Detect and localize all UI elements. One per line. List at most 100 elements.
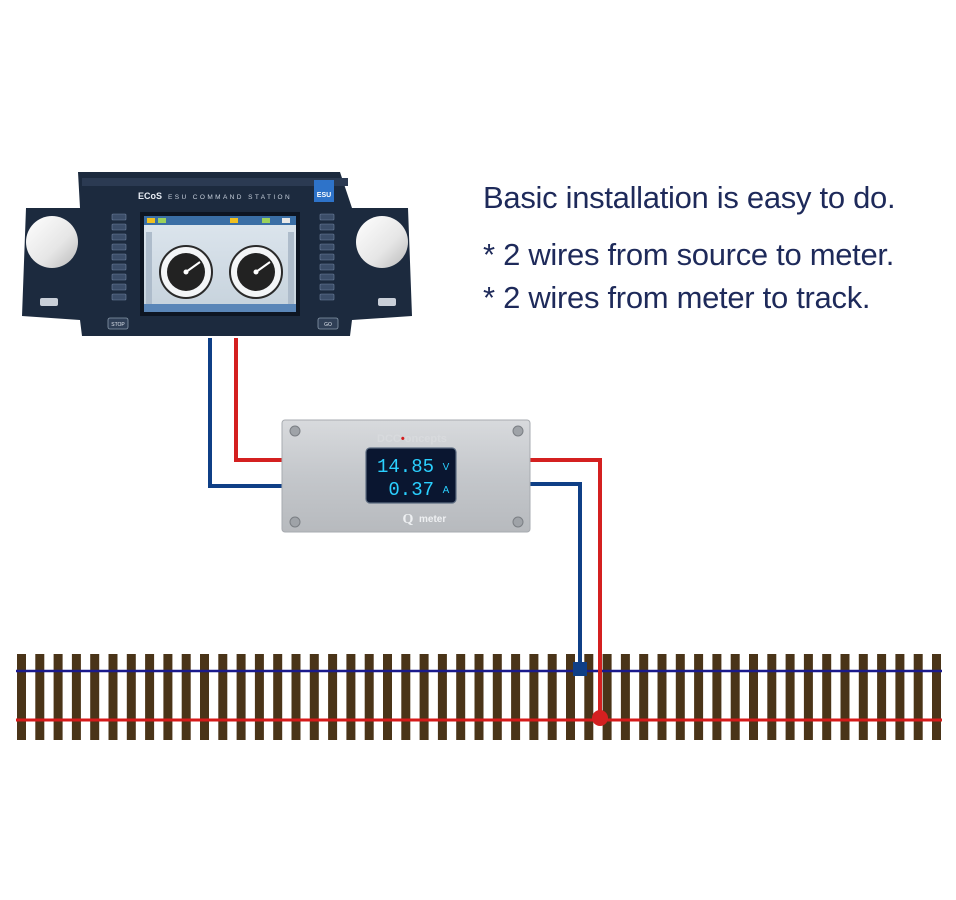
- track-tie: [108, 654, 118, 740]
- command-station: ECoS ESU COMMAND STATION ESU STOP GO: [22, 172, 412, 336]
- screen-toolbar: [144, 216, 296, 225]
- function-button[interactable]: [111, 253, 127, 261]
- track-tie: [218, 654, 228, 740]
- function-button[interactable]: [111, 273, 127, 281]
- track-tie: [694, 654, 704, 740]
- function-button[interactable]: [319, 273, 335, 281]
- track-tie: [492, 654, 502, 740]
- function-button[interactable]: [111, 293, 127, 301]
- track-tie: [254, 654, 264, 740]
- function-button[interactable]: [319, 233, 335, 241]
- track-tie: [767, 654, 777, 740]
- function-button[interactable]: [319, 213, 335, 221]
- track-tie: [657, 654, 667, 740]
- track-tie: [730, 654, 740, 740]
- right-throttle-knob[interactable]: [356, 216, 408, 268]
- negative-rail-connection: [573, 662, 587, 676]
- track-tie: [200, 654, 209, 740]
- track-tie: [877, 654, 887, 740]
- function-button[interactable]: [319, 283, 335, 291]
- track-tie: [17, 654, 26, 740]
- command-station-brand: ECoS: [138, 191, 162, 201]
- meter-brand-label: DCC•oncepts: [377, 433, 447, 445]
- track-tie: [437, 654, 447, 740]
- stop-button[interactable]: [107, 317, 129, 330]
- positive-rail-connection: [592, 710, 608, 726]
- model-railroad-track: [16, 654, 942, 740]
- track-tie: [639, 654, 649, 740]
- current-readout: 0.37: [388, 479, 434, 501]
- function-button[interactable]: [111, 243, 127, 251]
- track-tie: [53, 654, 63, 740]
- esu-logo-badge: [314, 180, 334, 202]
- track-tie: [913, 654, 923, 740]
- left-throttle-knob[interactable]: [26, 216, 78, 268]
- track-tie: [236, 654, 246, 740]
- right-direction-button[interactable]: [378, 298, 396, 306]
- track-tie: [163, 654, 173, 740]
- track-tie: [474, 654, 484, 740]
- meter-screw-bottom-left: [289, 516, 301, 528]
- track-tie: [181, 654, 191, 740]
- speedometer-right: [229, 245, 283, 299]
- lcd-display: [365, 447, 457, 504]
- function-button[interactable]: [111, 283, 127, 291]
- track-tie: [932, 654, 941, 740]
- function-button[interactable]: [111, 213, 127, 221]
- track-tie: [840, 654, 850, 740]
- track-tie: [456, 654, 466, 740]
- screen-right-sidebar: [288, 232, 294, 304]
- track-tie: [511, 654, 521, 740]
- right-function-buttons: [319, 213, 335, 301]
- track-tie: [712, 654, 722, 740]
- function-button[interactable]: [111, 233, 127, 241]
- left-direction-button[interactable]: [40, 298, 58, 306]
- function-button[interactable]: [319, 263, 335, 271]
- go-button[interactable]: [317, 317, 339, 330]
- track-tie: [749, 654, 758, 740]
- function-button[interactable]: [111, 223, 127, 231]
- command-station-top-bevel: [82, 178, 348, 186]
- function-button[interactable]: [319, 223, 335, 231]
- track-tie: [566, 654, 575, 740]
- track-tie: [785, 654, 795, 740]
- function-button[interactable]: [111, 263, 127, 271]
- track-tie: [529, 654, 539, 740]
- track-tie: [803, 654, 813, 740]
- screen-left-sidebar: [146, 232, 152, 304]
- meter-model-label: meter: [419, 514, 446, 525]
- track-tie: [90, 654, 100, 740]
- track-tie: [584, 654, 594, 740]
- track-tie: [895, 654, 905, 740]
- track-tie: [71, 654, 81, 740]
- track-tie: [364, 654, 374, 740]
- function-button[interactable]: [319, 253, 335, 261]
- current-unit: A: [443, 485, 450, 496]
- track-tie: [675, 654, 685, 740]
- track-tie: [328, 654, 338, 740]
- track-tie: [346, 654, 356, 740]
- track-tie: [401, 654, 411, 740]
- track-tie: [858, 654, 868, 740]
- wire-station-to-meter-negative: [208, 338, 288, 488]
- instructions-heading: Basic installation is easy to do.: [483, 180, 896, 215]
- function-button[interactable]: [319, 293, 335, 301]
- left-function-buttons: [111, 213, 127, 301]
- function-button[interactable]: [319, 243, 335, 251]
- dcc-power-meter: DCC•oncepts 14.85 V 0.37 A Q meter: [281, 419, 531, 533]
- screen-status-bar: [144, 304, 296, 312]
- wiring: [208, 338, 602, 718]
- screen-tab-icons: [147, 218, 290, 223]
- instruction-line-meter-to-track: * 2 wires from meter to track.: [483, 280, 871, 315]
- track-tie: [309, 654, 319, 740]
- speedometer-left: [159, 245, 213, 299]
- track-tie: [145, 654, 155, 740]
- track-tie: [273, 654, 283, 740]
- instruction-line-source-to-meter: * 2 wires from source to meter.: [483, 237, 895, 272]
- track-tie: [822, 654, 832, 740]
- voltage-unit: V: [443, 462, 450, 473]
- meter-screw-top-left: [289, 425, 301, 437]
- q-logo-icon: Q: [403, 512, 414, 527]
